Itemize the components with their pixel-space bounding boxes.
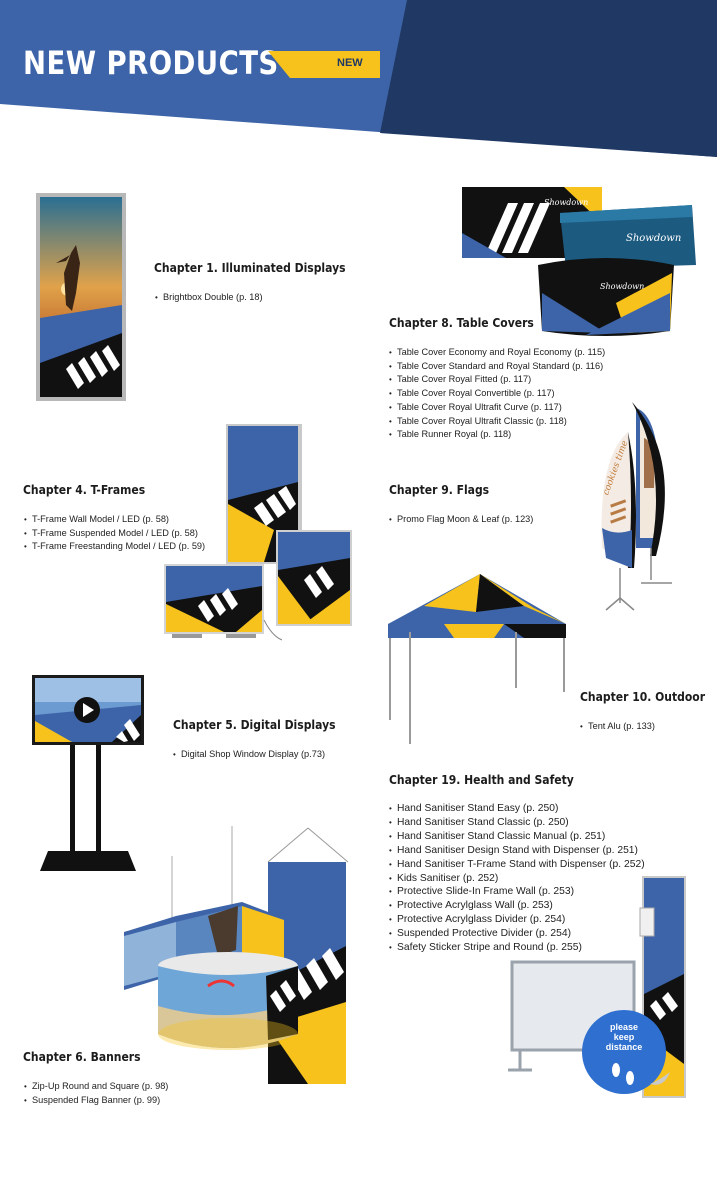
list-item: Table Cover Royal Fitted (p. 117) [389,373,605,387]
chapter-8-title: Chapter 8. Table Covers [389,316,534,330]
sticker-line-1: please [610,1022,638,1032]
chapter-1-items: Brightbox Double (p. 18) [155,291,263,305]
banners-image [124,826,349,1084]
table-cover-brand: Showdown [600,282,644,291]
list-item: Protective Acrylglass Divider (p. 254) [389,913,645,927]
list-item: Table Cover Royal Ultrafit Curve (p. 117… [389,401,605,415]
list-item: Protective Acrylglass Wall (p. 253) [389,899,645,913]
list-item: Tent Alu (p. 133) [580,720,655,734]
new-badge-shape [268,51,380,78]
page-title: NEW PRODUCTS [23,44,279,82]
list-item: Protective Slide-In Frame Wall (p. 253) [389,885,645,899]
table-cover-brand: Showdown [544,198,588,207]
list-item: T-Frame Wall Model / LED (p. 58) [24,513,205,527]
chapter-8-items: Table Cover Economy and Royal Economy (p… [389,346,605,442]
health-safety-image: please keep distance [508,876,686,1098]
new-badge: NEW [337,57,363,69]
list-item: Table Cover Standard and Royal Standard … [389,360,605,374]
sticker-line-2: keep [614,1032,635,1042]
chapter-1-title: Chapter 1. Illuminated Displays [154,261,346,275]
chapter-5-title: Chapter 5. Digital Displays [173,718,336,732]
chapter-6-items: Zip-Up Round and Square (p. 98) Suspende… [24,1080,168,1107]
chapter-4-title: Chapter 4. T-Frames [23,483,146,497]
chapter-9-title: Chapter 9. Flags [389,483,490,497]
digital-display-image [32,675,144,871]
list-item: Hand Sanitiser Stand Classic Manual (p. … [389,830,645,844]
list-item: T-Frame Suspended Model / LED (p. 58) [24,527,205,541]
tent-alu-image [388,574,566,744]
list-item: Table Cover Royal Ultrafit Classic (p. 1… [389,415,605,429]
chapter-10-items: Tent Alu (p. 133) [580,720,655,734]
list-item: Digital Shop Window Display (p.73) [173,748,325,762]
footprints-icon [612,1063,634,1085]
list-item: Hand Sanitiser T-Frame Stand with Dispen… [389,858,645,872]
t-frames-image [164,424,352,641]
chapter-19-title: Chapter 19. Health and Safety [389,773,574,787]
list-item: T-Frame Freestanding Model / LED (p. 59) [24,540,205,554]
list-item: Suspended Flag Banner (p. 99) [24,1094,168,1108]
list-item: Suspended Protective Divider (p. 254) [389,927,645,941]
chapter-19-items: Hand Sanitiser Stand Easy (p. 250) Hand … [389,802,645,955]
list-item: Hand Sanitiser Design Stand with Dispens… [389,844,645,858]
chapter-6-title: Chapter 6. Banners [23,1050,141,1064]
chapter-10-title: Chapter 10. Outdoor [580,690,706,704]
list-item: Table Cover Royal Convertible (p. 117) [389,387,605,401]
chapter-4-items: T-Frame Wall Model / LED (p. 58) T-Frame… [24,513,205,554]
chapter-9-items: Promo Flag Moon & Leaf (p. 123) [389,513,533,527]
brightbox-double-image [36,193,126,401]
keep-distance-sticker [582,1010,666,1094]
table-covers-image: Showdown Showdown Showdown [462,187,696,336]
sticker-line-3: distance [606,1042,643,1052]
chapter-5-items: Digital Shop Window Display (p.73) [173,748,325,762]
table-cover-brand: Showdown [626,233,681,244]
list-item: Brightbox Double (p. 18) [155,291,263,305]
list-item: Kids Sanitiser (p. 252) [389,872,645,886]
list-item: Safety Sticker Stripe and Round (p. 255) [389,941,645,955]
header-banner [0,0,717,157]
list-item: Hand Sanitiser Stand Classic (p. 250) [389,816,645,830]
promo-flags-image: cookies time [601,402,672,611]
list-item: Hand Sanitiser Stand Easy (p. 250) [389,802,645,816]
list-item: Promo Flag Moon & Leaf (p. 123) [389,513,533,527]
list-item: Table Cover Economy and Royal Economy (p… [389,346,605,360]
list-item: Table Runner Royal (p. 118) [389,428,605,442]
list-item: Zip-Up Round and Square (p. 98) [24,1080,168,1094]
